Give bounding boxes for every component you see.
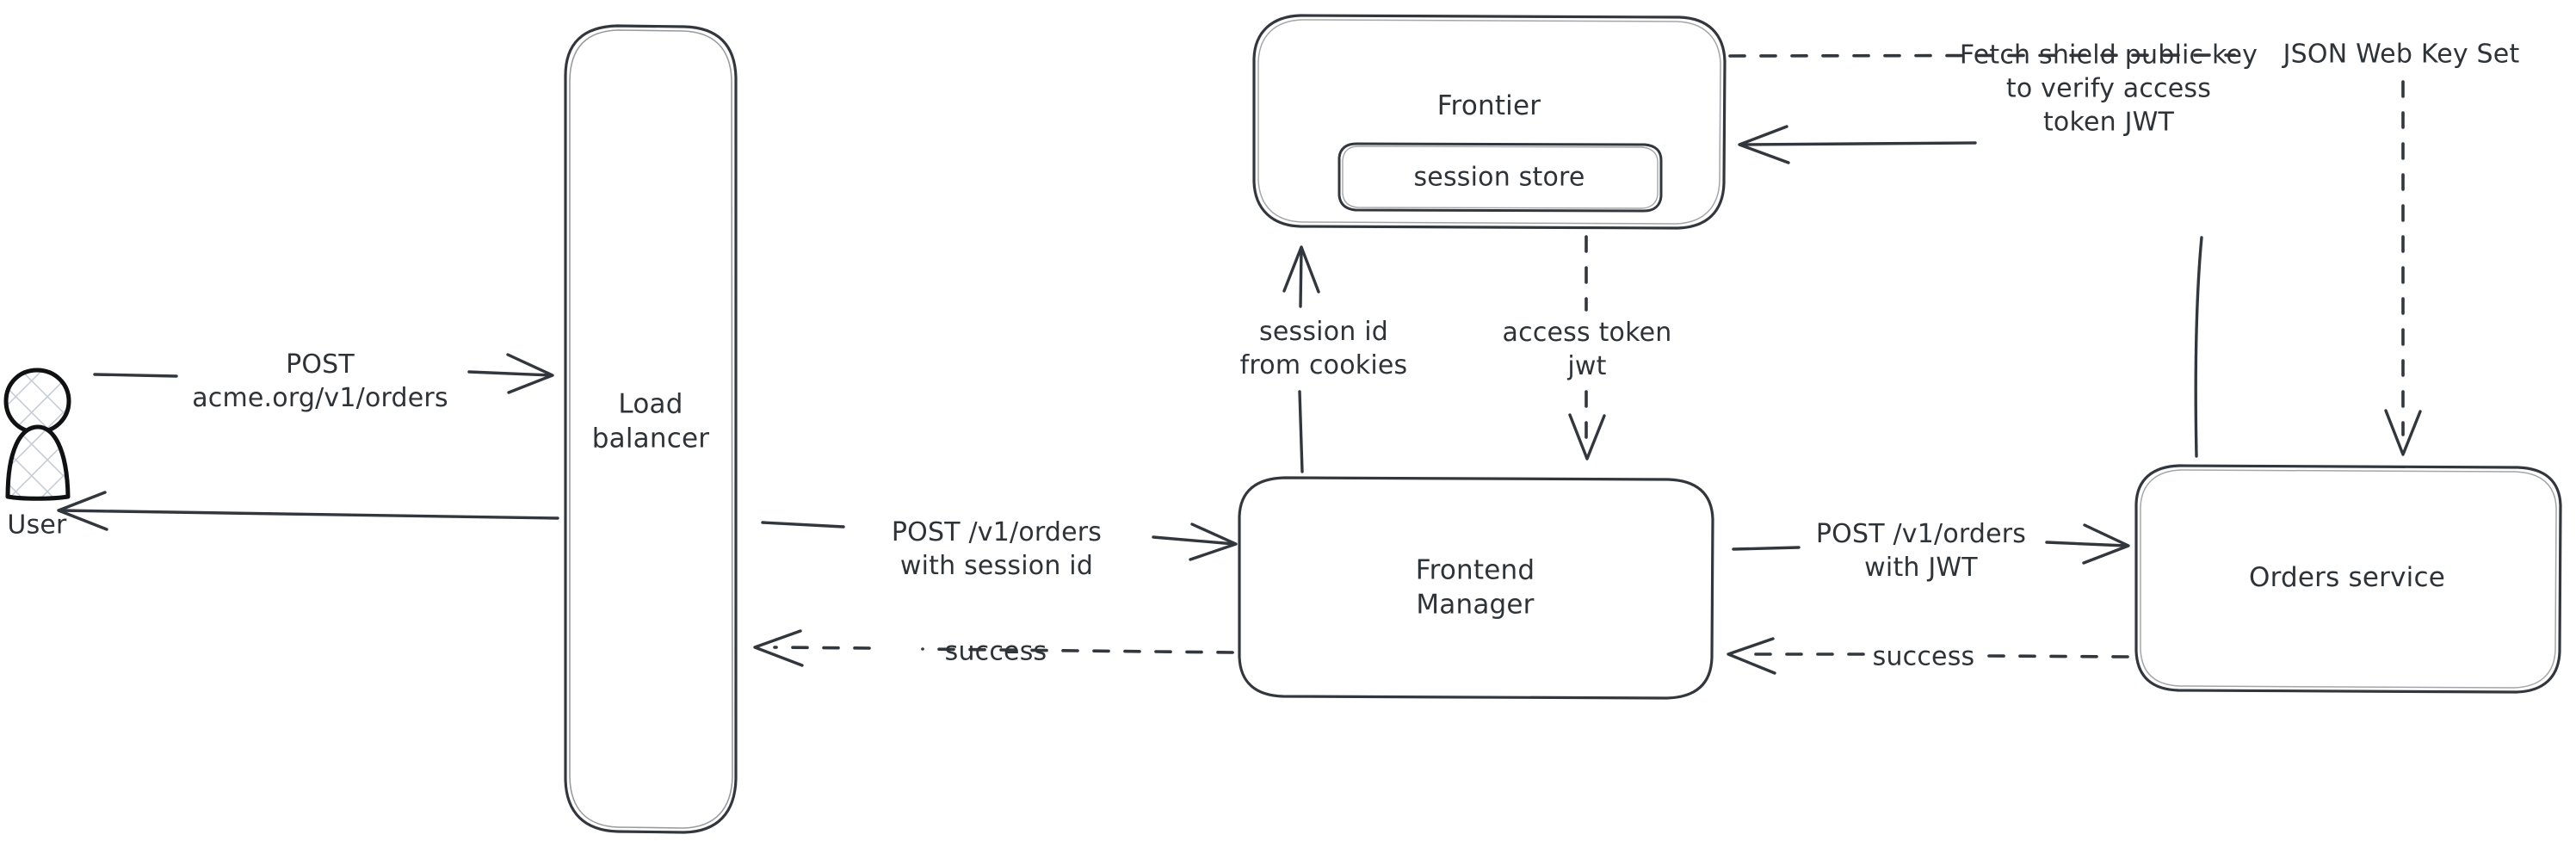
edge-frontend-manager-to-load-balancer	[753, 629, 1234, 667]
edge-label-post-acme-line1: POST	[286, 349, 355, 380]
edge-label-post-orders-jwt-line1: POST /v1/orders	[1815, 519, 2027, 549]
edge-label-fetch-shield-key-line3: token JWT	[2042, 107, 2175, 138]
node-load-balancer[interactable]	[564, 24, 738, 834]
orders-service-label: Orders service	[2249, 561, 2445, 593]
user-actor-icon	[3, 368, 71, 501]
edge-user-to-load-balancer	[93, 353, 554, 394]
node-frontier[interactable]	[1252, 14, 1727, 230]
node-frontend-manager[interactable]	[1238, 476, 1714, 700]
edge-label-success-left: success	[944, 636, 1047, 667]
session-store-label: session store	[1413, 162, 1585, 193]
edge-label-session-id-line2: from cookies	[1239, 350, 1408, 380]
edge-orders-service-to-frontend-manager	[1727, 637, 2129, 675]
edge-label-success-right: success	[1872, 641, 1975, 672]
edge-load-balancer-to-frontend-manager	[761, 521, 1238, 561]
frontier-label: Frontier	[1436, 90, 1541, 121]
edge-label-post-orders-session-line1: POST /v1/orders	[891, 517, 1103, 547]
edge-label-fetch-shield-key-line2: to verify access	[2005, 73, 2212, 104]
edge-load-balancer-to-user	[57, 491, 559, 531]
edge-label-session-id-line1: session id	[1259, 317, 1388, 347]
edge-label-access-token-line1: access token	[1502, 318, 1672, 348]
frontend-manager-label-line1: Frontend	[1415, 554, 1535, 586]
edge-label-post-orders-jwt-line2: with JWT	[1864, 553, 1978, 583]
edge-label-post-orders-jwt: POST /v1/orders with JWT	[1816, 517, 2026, 584]
load-balancer-label-line2: balancer	[591, 424, 710, 454]
edge-label-post-acme-line2: acme.org/v1/orders	[192, 383, 448, 413]
load-balancer-label: Load balancer	[592, 387, 709, 457]
edge-label-post-orders-session: POST /v1/orders with session id	[892, 516, 1102, 583]
edge-label-fetch-shield-key-line1: Fetch shield public key	[1959, 40, 2258, 71]
edge-label-post-orders-session-line2: with session id	[899, 551, 1094, 581]
edge-frontier-to-orders-service-jwks	[1728, 53, 2422, 456]
edge-orders-service-to-frontier	[1738, 125, 2203, 458]
node-orders-service[interactable]	[2134, 464, 2562, 694]
frontend-manager-label-line2: Manager	[1416, 590, 1535, 621]
edge-frontend-manager-to-frontier	[1282, 245, 1320, 473]
edge-label-access-token-line2: jwt	[1567, 351, 1607, 381]
node-session-store[interactable]	[1337, 142, 1663, 213]
edge-frontend-manager-to-orders-service	[1732, 523, 2130, 565]
edge-label-jwks: JSON Web Key Set	[2283, 39, 2520, 70]
load-balancer-label-line1: Load	[618, 388, 683, 420]
user-label: User	[7, 510, 67, 541]
edge-frontier-to-frontend-manager	[1568, 235, 1606, 461]
